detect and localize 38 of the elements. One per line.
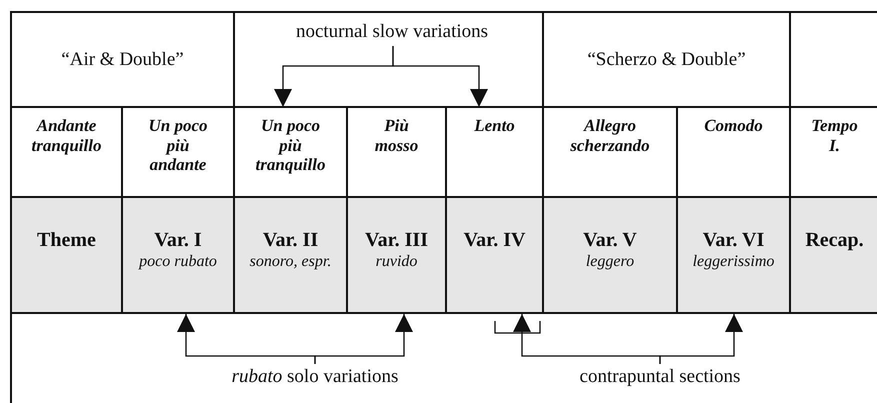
variation-cell: [676, 196, 791, 314]
variation-title: Var. V: [583, 228, 637, 252]
bracket-arrow: [659, 314, 743, 364]
variation-cell: [233, 196, 348, 314]
variation-title: Theme: [37, 228, 96, 252]
tempo-marking: Un poco più andante: [147, 116, 209, 175]
performance-direction: ruvido: [376, 252, 418, 272]
annotation-text: nocturnal slow variations: [274, 19, 510, 45]
tempo-marking: Comodo: [704, 116, 763, 136]
bracket-arrow: [392, 46, 488, 107]
variation-cell: [542, 196, 678, 314]
tempo-marking: Allegro scherzando: [569, 116, 651, 156]
annotation-text: rubato solo variations: [200, 364, 430, 390]
section-heading: “Scherzo & Double”: [587, 48, 746, 70]
variation-title: Recap.: [805, 228, 864, 252]
variation-cell: [445, 196, 544, 314]
tempo-marking: Lento: [474, 116, 515, 136]
variation-cell: [121, 196, 235, 314]
variation-cell: [10, 196, 123, 314]
performance-direction: leggerissimo: [692, 252, 774, 272]
section-heading: “Air & Double”: [61, 48, 184, 70]
tempo-marking: Un poco più tranquillo: [254, 116, 326, 175]
performance-direction: sonoro, espr.: [250, 252, 332, 272]
variation-title: Var. I: [154, 228, 202, 252]
bracket-arrow: [314, 314, 413, 364]
tempo-marking: Più mosso: [374, 116, 420, 156]
variation-title: Var. II: [262, 228, 318, 252]
variation-cell: [346, 196, 447, 314]
tempo-marking: Andante tranquillo: [30, 116, 102, 156]
performance-direction: leggero: [586, 252, 634, 272]
annotation-text: contrapuntal sections: [555, 364, 765, 390]
variation-title: Var. IV: [464, 228, 526, 252]
variation-title: Var. VI: [702, 228, 764, 252]
variation-cell: [789, 196, 877, 314]
tempo-marking: Tempo I.: [810, 116, 859, 156]
variation-title: Var. III: [365, 228, 428, 252]
section-cell: [10, 11, 235, 108]
performance-direction: poco rubato: [139, 252, 217, 272]
